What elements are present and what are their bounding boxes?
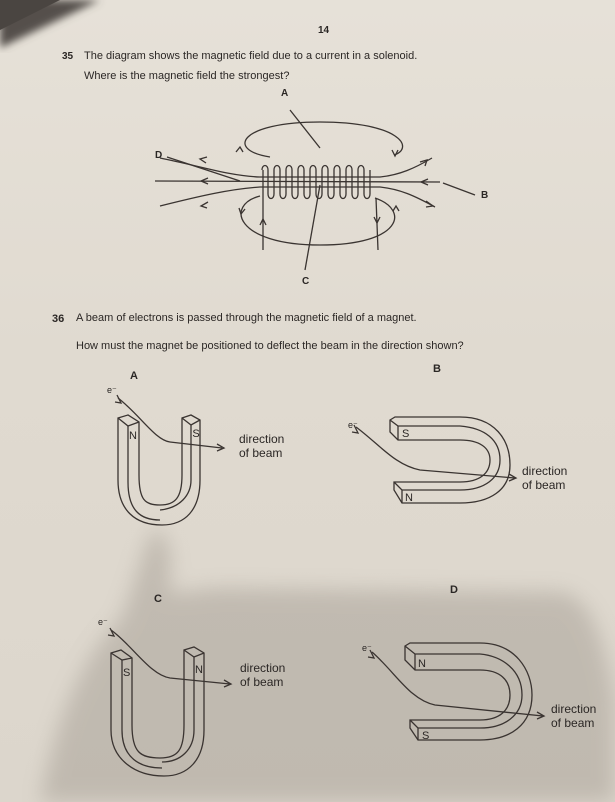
- option-c-left-pole: S: [123, 667, 130, 679]
- solenoid-diagram: [154, 109, 476, 271]
- direction-line2: of beam: [239, 446, 283, 460]
- option-c-label: C: [154, 593, 162, 605]
- option-a-right-pole: S: [192, 428, 199, 440]
- option-a-magnet: N S: [114, 394, 226, 526]
- solenoid-label-d: D: [155, 150, 163, 161]
- direction-line1: direction: [551, 702, 597, 716]
- option-d-electron: e⁻: [362, 643, 372, 653]
- option-c-electron: e⁻: [98, 617, 108, 627]
- option-a-electron: e⁻: [107, 385, 117, 395]
- solenoid-label-b: B: [481, 190, 489, 201]
- option-b-electron: e⁻: [348, 420, 358, 430]
- option-d-magnet: N S: [367, 642, 546, 742]
- q35-stem: The diagram shows the magnetic field due…: [84, 50, 418, 62]
- direction-line2: of beam: [240, 675, 284, 689]
- option-a-label: A: [130, 370, 138, 382]
- option-d-label: D: [450, 584, 458, 596]
- solenoid-label-c: C: [302, 276, 310, 287]
- option-c-magnet: S N: [107, 627, 233, 777]
- option-b-magnet: S N: [351, 416, 518, 504]
- q36-stem: A beam of electrons is passed through th…: [76, 312, 417, 324]
- option-d-top-pole: N: [418, 658, 426, 670]
- option-c-right-pole: N: [195, 664, 203, 676]
- option-b-top-pole: S: [402, 428, 409, 440]
- q35-prompt: Where is the magnetic field the stronges…: [84, 70, 290, 82]
- option-a-left-pole: N: [129, 430, 137, 442]
- q35-number: 35: [62, 51, 74, 62]
- page-number: 14: [318, 25, 330, 36]
- direction-line2: of beam: [522, 478, 566, 492]
- direction-line2: of beam: [551, 716, 595, 730]
- direction-line1: direction: [240, 661, 286, 675]
- option-b-label: B: [433, 363, 441, 375]
- q36-number: 36: [52, 313, 65, 325]
- option-b-bottom-pole: N: [405, 492, 413, 504]
- option-d-bottom-pole: S: [422, 730, 429, 742]
- direction-line1: direction: [239, 432, 285, 446]
- solenoid-label-a: A: [281, 88, 289, 99]
- q36-prompt: How must the magnet be positioned to def…: [76, 340, 464, 352]
- direction-line1: direction: [522, 464, 568, 478]
